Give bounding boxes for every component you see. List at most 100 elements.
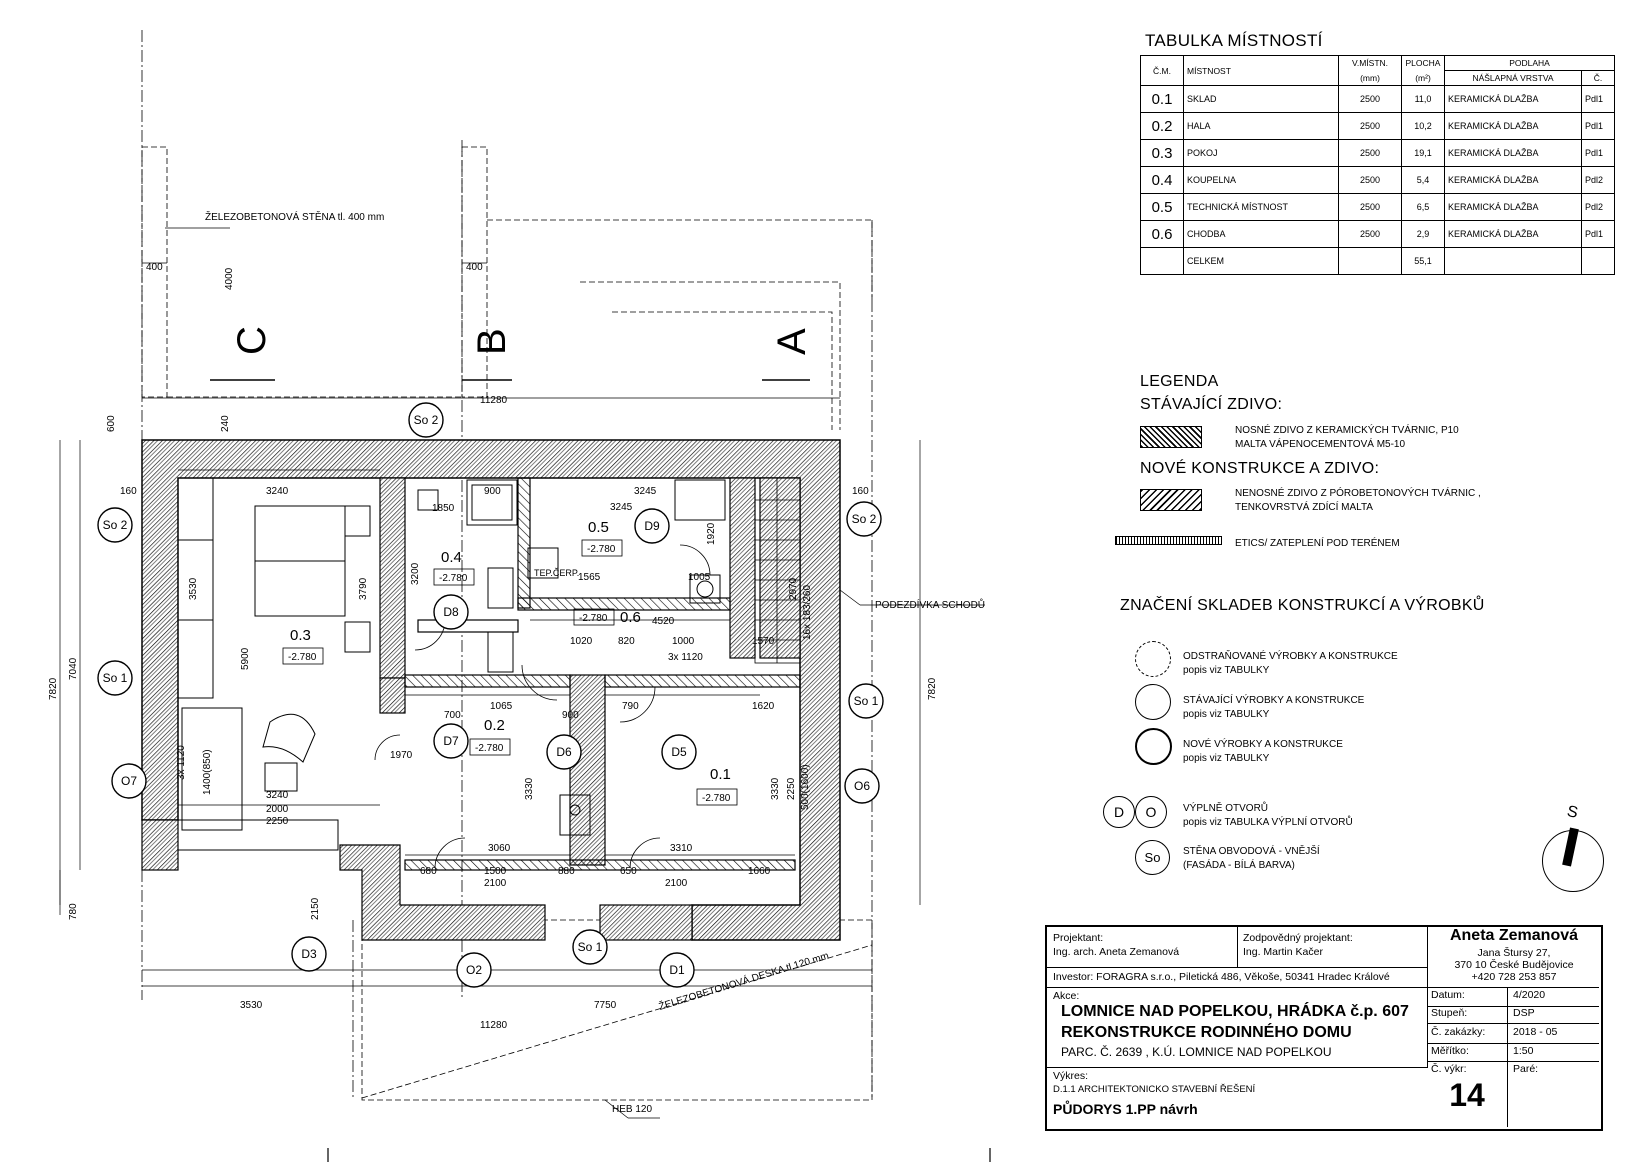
cell-floor: KERAMICKÁ DLAŽBA xyxy=(1444,166,1582,194)
legend-title: LEGENDA xyxy=(1140,373,1219,390)
tb-label: Projektant: xyxy=(1053,932,1104,944)
col-plocha: PLOCHA xyxy=(1401,55,1445,71)
legend-text: NOSNÉ ZDIVO Z KERAMICKÝCH TVÁRNIC, P10 xyxy=(1235,425,1459,436)
room-num: 0.5 xyxy=(588,519,609,536)
dim: 1970 xyxy=(390,750,413,761)
tag-label: D9 xyxy=(644,519,660,533)
dim: 4520 xyxy=(652,616,675,627)
col-vyska: V.MÍSTN. xyxy=(1338,55,1402,71)
dim: 3060 xyxy=(488,843,511,854)
cell-floor: KERAMICKÁ DLAŽBA xyxy=(1444,112,1582,140)
cell-area: 5,4 xyxy=(1401,166,1445,194)
col-plocha-unit: (m²) xyxy=(1401,70,1445,86)
room-table: Č.M. MÍSTNOST V.MÍSTN. PLOCHA PODLAHA (m… xyxy=(1140,55,1615,275)
tag-label: So 2 xyxy=(103,518,128,532)
floor-plan-drawing: C B A 0.3 -2.780 0.4 -2.780 0.5 -2.780 0… xyxy=(48,30,991,1162)
dim: 1620 xyxy=(752,701,775,712)
legend-text: STÁVAJÍCÍ VÝROBKY A KONSTRUKCE xyxy=(1183,695,1365,706)
swatch-new xyxy=(1140,489,1202,511)
dim: 2250 xyxy=(266,816,289,827)
tb-value: 2018 - 05 xyxy=(1513,1026,1558,1038)
legend-new-title: NOVÉ KONSTRUKCE A ZDIVO: xyxy=(1140,460,1380,477)
room-level: -2.780 xyxy=(579,613,608,624)
vykres-title: PŮDORYS 1.PP návrh xyxy=(1053,1101,1198,1117)
akce-line: PARC. Č. 2639 , K.Ú. LOMNICE NAD POPELKO… xyxy=(1061,1045,1332,1059)
room-level: -2.780 xyxy=(587,544,616,555)
tb-label: Akce: xyxy=(1053,990,1080,1002)
dim: 11280 xyxy=(480,1020,508,1031)
legend-text: STĚNA OBVODOVÁ - VNĚJŠÍ xyxy=(1183,846,1320,857)
col-vrstva: NÁŠLAPNÁ VRSTVA xyxy=(1444,70,1582,86)
swatch-existing xyxy=(1140,426,1202,448)
room-num: 0.1 xyxy=(710,766,731,783)
dim: 7750 xyxy=(594,1000,617,1011)
tb-cell xyxy=(1047,927,1238,968)
tb-value: Ing. Martin Kačer xyxy=(1243,946,1323,958)
cell-area: 10,2 xyxy=(1401,112,1445,140)
annotation-heb: HEB 120 xyxy=(612,1104,652,1115)
cell-cm: 0.5 xyxy=(1140,193,1184,221)
room-labels: 0.3 -2.780 0.4 -2.780 0.5 -2.780 0.6 -2.… xyxy=(282,519,738,806)
dim: 7820 xyxy=(48,677,59,700)
marking-title: ZNAČENÍ SKLADEB KONSTRUKCÍ A VÝROBKŮ xyxy=(1120,597,1485,614)
dim: 1660 xyxy=(748,866,771,877)
cell-cm: 0.4 xyxy=(1140,166,1184,194)
legend-text: TENKOVRSTVÁ ZDÍCÍ MALTA xyxy=(1235,502,1373,513)
tag-label: D1 xyxy=(669,963,685,977)
tb-label: Stupeň: xyxy=(1431,1007,1468,1019)
table-row: 0.3 POKOJ 2500 19,1 KERAMICKÁ DLAŽBA Pdl… xyxy=(1140,139,1615,167)
section-a: A xyxy=(770,328,814,355)
annotation-podezdivka: PODEZDÍVKA SCHODŮ xyxy=(875,598,985,611)
dimension-lines xyxy=(59,227,985,1119)
legend-text: VÝPLNĚ OTVORŮ xyxy=(1183,803,1269,814)
room-level: -2.780 xyxy=(439,573,468,584)
dim: 790 xyxy=(622,701,639,712)
exterior-walls xyxy=(141,439,841,941)
legend-new-items: NOVÉ VÝROBKY A KONSTRUKCE popis viz TABU… xyxy=(1183,738,1343,766)
cell-code: Pdl1 xyxy=(1581,85,1615,113)
dim: 700 xyxy=(444,710,461,721)
window-tag-icon: O xyxy=(1135,796,1167,828)
dim: 160 xyxy=(120,486,137,497)
tb-value: DSP xyxy=(1513,1007,1535,1019)
dim: 3790 xyxy=(358,577,369,600)
dim: 650 xyxy=(620,866,637,877)
cell-height: 2500 xyxy=(1338,112,1402,140)
room-num: 0.6 xyxy=(620,609,641,626)
tb-cell xyxy=(1427,1005,1508,1024)
dim: 3x 1120 xyxy=(668,652,703,663)
cell-cm: 0.6 xyxy=(1140,220,1184,248)
dim: 160 xyxy=(852,486,869,497)
dim: 1570 xyxy=(752,636,775,647)
cell-name: KOUPELNA xyxy=(1183,166,1339,194)
cell-total-label: CELKEM xyxy=(1183,247,1339,275)
legend-etics: ETICS/ ZATEPLENÍ POD TERÉNEM xyxy=(1235,538,1400,549)
door-swings xyxy=(374,544,711,869)
dim: 2000 xyxy=(266,804,289,815)
tag-label: So 2 xyxy=(852,512,877,526)
tb-label: Datum: xyxy=(1431,989,1465,1001)
tb-label: Výkres: xyxy=(1053,1070,1089,1082)
tb-label: Paré: xyxy=(1513,1063,1539,1075)
cell-code: Pdl2 xyxy=(1581,193,1615,221)
dim: 7820 xyxy=(927,677,938,700)
cell-height: 2500 xyxy=(1338,193,1402,221)
annotation-wall: ŽELEZOBETONOVÁ STĚNA tl. 400 mm xyxy=(205,210,384,223)
dim: 4000 xyxy=(224,267,235,290)
vykres-line: D.1.1 ARCHITEKTONICKO STAVEBNÍ ŘEŠENÍ xyxy=(1053,1084,1256,1095)
legend-text: popis viz TABULKY xyxy=(1183,709,1270,720)
dim: 3310 xyxy=(670,843,693,854)
new-circle-icon xyxy=(1135,728,1172,765)
existing-circle-icon xyxy=(1135,684,1171,720)
legend-text: popis viz TABULKY xyxy=(1183,753,1270,764)
cell-floor: KERAMICKÁ DLAŽBA xyxy=(1444,193,1582,221)
tb-value: 1:50 xyxy=(1513,1045,1534,1057)
cell-area: 11,0 xyxy=(1401,85,1445,113)
tag-label: So 1 xyxy=(578,940,603,954)
dim: 1005 xyxy=(688,572,711,583)
cell-name: SKLAD xyxy=(1183,85,1339,113)
cell-height: 2500 xyxy=(1338,139,1402,167)
cell-height: 2500 xyxy=(1338,85,1402,113)
dim: 3530 xyxy=(240,1000,263,1011)
annotation-tep: TEP.ČERP. xyxy=(534,568,579,578)
